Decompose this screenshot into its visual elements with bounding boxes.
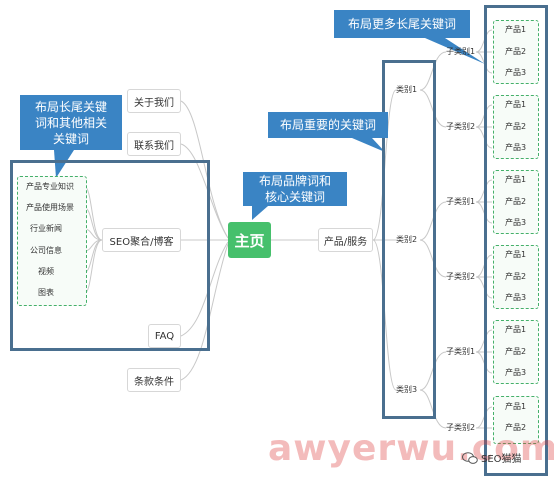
blog-item[interactable]: 图表: [38, 288, 54, 297]
product-group: [493, 245, 539, 309]
callout-longtail-related: 布局长尾关键 词和其他相关 关键词: [20, 95, 122, 150]
product-label[interactable]: 产品1: [505, 402, 527, 411]
blog-item[interactable]: 公司信息: [30, 246, 62, 255]
brand-name: SEO猫猫: [481, 454, 522, 465]
blog-item[interactable]: 产品使用场景: [26, 203, 74, 212]
callout-pointer-important: [352, 138, 385, 152]
product-label[interactable]: 产品1: [505, 250, 527, 259]
subcategory-label[interactable]: 子类别2: [446, 122, 476, 131]
brand-mark: SEO猫猫: [462, 450, 522, 465]
edge-home-contact: [180, 143, 229, 239]
product-label[interactable]: 产品3: [505, 68, 527, 77]
wechat-icon: [462, 451, 478, 464]
terms-node[interactable]: 条款条件: [127, 368, 181, 392]
product-label[interactable]: 产品3: [505, 293, 527, 302]
blog-items-group: [17, 176, 87, 306]
product-group: [493, 95, 539, 159]
edge-home-faq: [180, 241, 229, 337]
product-frame: [484, 5, 548, 476]
blog-item[interactable]: 产品专业知识: [26, 182, 74, 191]
contact-node[interactable]: 联系我们: [127, 132, 181, 156]
faq-node[interactable]: FAQ: [148, 324, 181, 348]
callout-important: 布局重要的关键词: [268, 112, 388, 138]
product-label[interactable]: 产品2: [505, 347, 527, 356]
product-label[interactable]: 产品1: [505, 175, 527, 184]
subcategory-label[interactable]: 子类别1: [446, 347, 476, 356]
callout-more-longtail: 布局更多长尾关键词: [334, 10, 470, 38]
products-node[interactable]: 产品/服务: [318, 228, 373, 252]
category-label[interactable]: 类别3: [396, 385, 418, 394]
subcategory-label[interactable]: 子类别1: [446, 197, 476, 206]
subcategory-label[interactable]: 子类别2: [446, 272, 476, 281]
subcategory-label[interactable]: 子类别1: [446, 47, 476, 56]
product-group: [493, 396, 539, 444]
watermark-text: awyerwu.com: [268, 428, 554, 469]
about-node[interactable]: 关于我们: [127, 89, 181, 113]
product-label[interactable]: 产品2: [505, 197, 527, 206]
product-label[interactable]: 产品3: [505, 143, 527, 152]
product-group: [493, 320, 539, 384]
callout-pointer-longtail: [54, 150, 74, 178]
callout-pointer-brand: [252, 206, 268, 220]
blog-item[interactable]: 视频: [38, 267, 54, 276]
blog-item[interactable]: 行业新闻: [30, 224, 62, 233]
callout-brand-core: 布局品牌词和 核心关键词: [243, 172, 347, 206]
product-label[interactable]: 产品2: [505, 122, 527, 131]
category-frame: [382, 60, 436, 419]
product-label[interactable]: 产品2: [505, 47, 527, 56]
subcategory-label[interactable]: 子类别2: [446, 423, 476, 432]
product-label[interactable]: 产品1: [505, 325, 527, 334]
product-label[interactable]: 产品2: [505, 423, 527, 432]
home-node[interactable]: 主页: [228, 222, 271, 258]
product-label[interactable]: 产品2: [505, 272, 527, 281]
category-label[interactable]: 类别1: [396, 85, 418, 94]
product-label[interactable]: 产品3: [505, 218, 527, 227]
product-label[interactable]: 产品3: [505, 368, 527, 377]
category-label[interactable]: 类别2: [396, 235, 418, 244]
product-group: [493, 20, 539, 84]
product-label[interactable]: 产品1: [505, 100, 527, 109]
product-group: [493, 170, 539, 234]
product-label[interactable]: 产品1: [505, 25, 527, 34]
callout-pointer-more-longtail: [425, 38, 485, 64]
seo-cluster-frame: [10, 160, 210, 351]
seo-blog-node[interactable]: SEO聚合/博客: [102, 228, 181, 252]
